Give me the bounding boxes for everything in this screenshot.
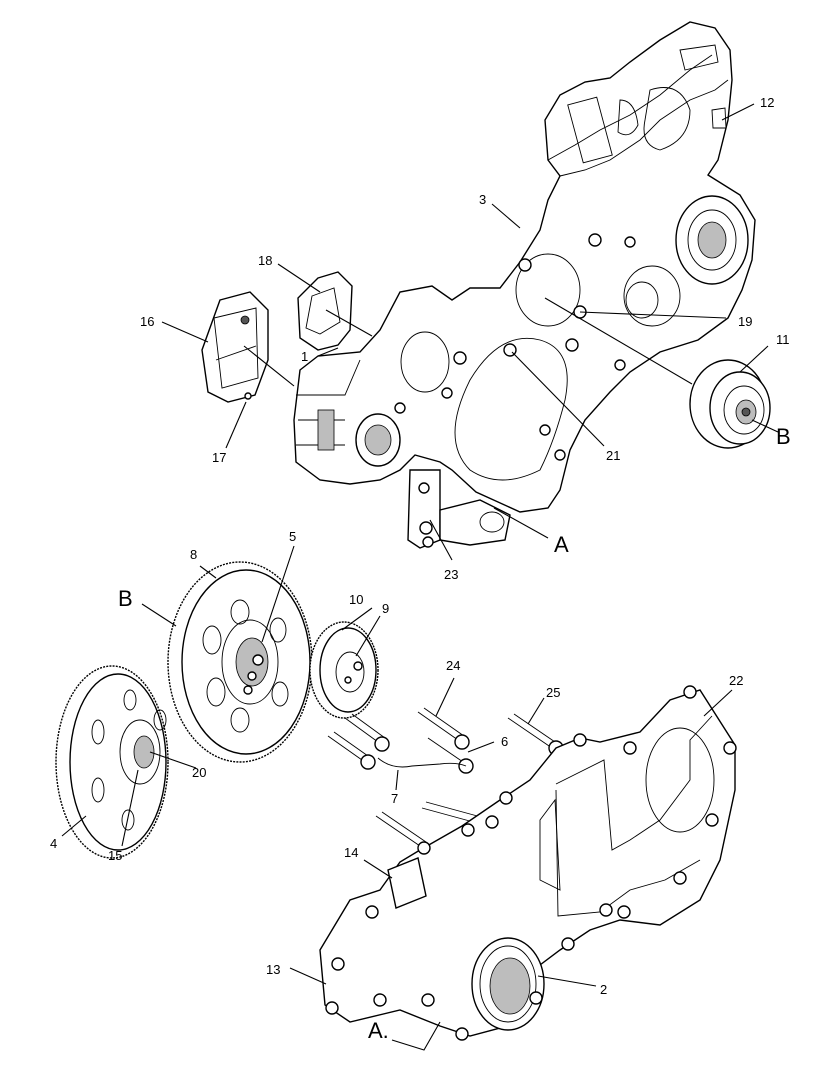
callout-22: 22 <box>729 673 743 688</box>
callout-12: 12 <box>760 95 774 110</box>
callout-16: 16 <box>140 314 154 329</box>
leader-5 <box>261 545 295 643</box>
leader-17 <box>225 401 247 449</box>
leader-24 <box>435 677 455 717</box>
gasket <box>297 271 353 351</box>
leader-20 <box>149 751 197 769</box>
leader-14 <box>363 859 393 879</box>
callout-25: 25 <box>546 685 560 700</box>
callout-6: 6 <box>501 734 508 749</box>
leader-23 <box>429 519 453 561</box>
leader-8 <box>199 565 217 579</box>
callout-24: 24 <box>446 658 460 673</box>
callout-4: 4 <box>50 836 57 851</box>
callout-20: 20 <box>192 765 206 780</box>
callout-1: 1 <box>301 349 308 364</box>
leader-16b <box>243 345 295 387</box>
callout-14: 14 <box>344 845 358 860</box>
callout-9: 9 <box>382 601 389 616</box>
leader-B1 <box>141 603 177 627</box>
callout-A-lower: A. <box>368 1018 389 1043</box>
leader-19 <box>579 311 727 319</box>
callout-21: 21 <box>606 448 620 463</box>
leader-19b <box>544 297 693 385</box>
leader-25 <box>527 697 545 725</box>
callout-18: 18 <box>258 253 272 268</box>
front-cover <box>319 685 737 1041</box>
leader-22 <box>703 689 733 717</box>
callout-A-upper: A <box>554 532 569 557</box>
leader-21 <box>511 351 605 447</box>
callout-labels: 1 2 3 4 5 6 7 8 9 10 11 12 13 14 15 16 1… <box>50 95 791 1043</box>
crankshaft-gear <box>55 665 169 859</box>
leader-18a <box>277 263 321 293</box>
leader-9 <box>355 615 381 657</box>
callout-23: 23 <box>444 567 458 582</box>
callout-B-pulley: B <box>776 424 791 449</box>
callout-10: 10 <box>349 592 363 607</box>
leader-7 <box>395 769 399 791</box>
camshaft-gear <box>309 621 379 719</box>
callout-11: 11 <box>776 332 790 347</box>
leader-4 <box>61 815 87 837</box>
callout-7: 7 <box>391 791 398 806</box>
callout-B-gear: B <box>118 586 133 611</box>
leader-A2 <box>391 1021 441 1051</box>
leader-A1 <box>493 507 549 539</box>
leader-11 <box>739 345 769 373</box>
leader-lines <box>61 103 779 1051</box>
callout-17: 17 <box>212 450 226 465</box>
callout-3: 3 <box>479 192 486 207</box>
leader-B2 <box>751 419 779 433</box>
crankshaft-pulley <box>689 359 771 449</box>
leader-6 <box>467 741 495 753</box>
timing-gear-housing <box>293 21 756 549</box>
callout-5: 5 <box>289 529 296 544</box>
leader-12 <box>721 103 755 121</box>
callout-15: 15 <box>108 848 122 863</box>
callout-2: 2 <box>600 982 607 997</box>
leader-16a <box>161 321 209 343</box>
cover-plate <box>201 291 269 403</box>
callout-8: 8 <box>190 547 197 562</box>
callout-13: 13 <box>266 962 280 977</box>
bolts-and-tube <box>327 707 564 847</box>
leader-3 <box>491 203 521 229</box>
leader-1 <box>317 347 339 357</box>
leader-13 <box>289 967 327 985</box>
leader-18b <box>325 309 373 337</box>
leader-2 <box>537 975 597 987</box>
leader-10 <box>341 607 373 631</box>
callout-19: 19 <box>738 314 752 329</box>
idler-gear-large <box>167 561 313 763</box>
leader-15 <box>121 769 139 847</box>
